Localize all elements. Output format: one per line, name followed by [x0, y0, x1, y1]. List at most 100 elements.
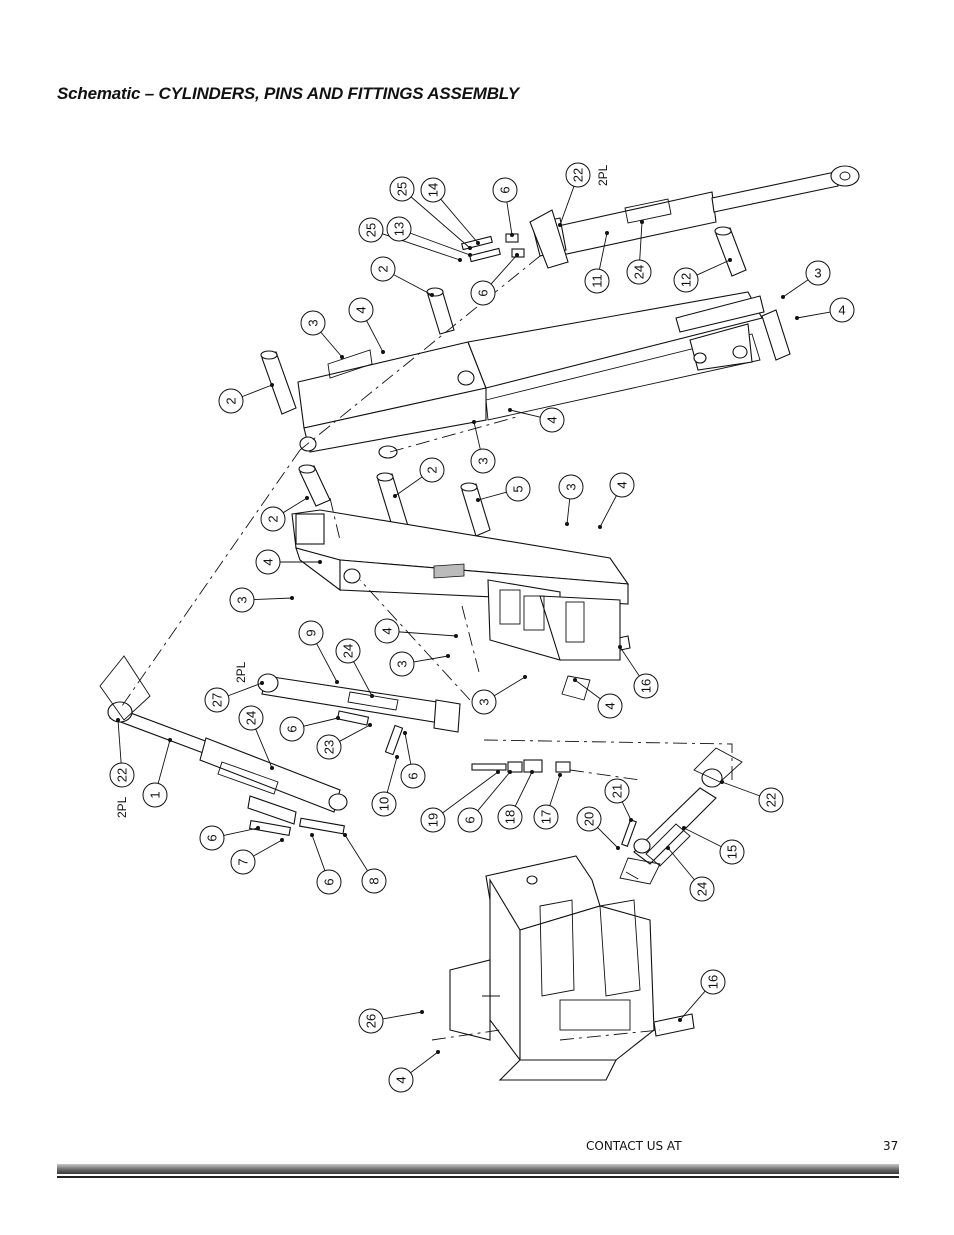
callout-13: 13 [386, 216, 412, 242]
callout-3: 3 [389, 651, 415, 677]
callout-9: 9 [298, 620, 324, 646]
footer-rule [57, 1176, 899, 1178]
leader-arrowhead [530, 770, 534, 774]
callout-10: 10 [371, 791, 397, 817]
leader-arrowhead [340, 355, 344, 359]
leader-arrowhead [558, 773, 562, 777]
leader-line [442, 771, 499, 814]
leader-arrowhead [318, 560, 322, 564]
middle-cylinder [257, 673, 461, 733]
callout-number: 3 [476, 457, 491, 464]
callout-number: 4 [838, 303, 845, 318]
callout-3: 3 [470, 448, 496, 474]
callout-4: 4 [255, 549, 281, 575]
callout-6: 6 [199, 825, 225, 851]
callout-circle [279, 716, 305, 742]
leader-arrowhead [335, 680, 339, 684]
callout-number: 6 [322, 878, 337, 885]
leader-line [413, 655, 449, 663]
callout-number: 25 [364, 223, 379, 237]
leader-line [339, 724, 371, 742]
callout-25: 25 [389, 176, 415, 202]
leader-line [410, 232, 471, 256]
callout-number: 16 [706, 975, 721, 989]
leader-arrowhead [370, 694, 374, 698]
leader-line [316, 643, 338, 683]
callout-5: 5 [505, 476, 531, 502]
callout-circle [457, 807, 483, 833]
callout-4: 4 [388, 1067, 414, 1093]
leader-arrowhead [343, 833, 347, 837]
callout-22: 22 [758, 787, 784, 813]
callout-circle [389, 176, 415, 202]
callout-circle [371, 791, 397, 817]
callout-circle [829, 297, 855, 323]
leader-arrowhead [728, 258, 732, 262]
callout-number: 2 [425, 466, 440, 473]
callout-number: 6 [463, 816, 478, 823]
callout-26: 26 [358, 1008, 384, 1034]
leader-arrowhead [393, 494, 397, 498]
callout-22: 22 [565, 162, 591, 188]
callout-number: 17 [539, 810, 554, 824]
leader-line [344, 834, 368, 872]
leader-arrowhead [381, 350, 385, 354]
callout-circle [348, 297, 374, 323]
callout-number: 3 [235, 596, 250, 603]
callout-number: 19 [426, 813, 441, 827]
footer-bar [57, 1164, 899, 1174]
leader-arrowhead [616, 846, 620, 850]
callout-circle [316, 734, 342, 760]
callout-circle [565, 162, 591, 188]
left-cylinder [107, 701, 348, 825]
leader-arrowhead [446, 654, 450, 658]
callout-circle [471, 689, 497, 715]
callout-circle [497, 804, 523, 830]
leader-line [410, 1051, 439, 1074]
callout-circle [218, 388, 244, 414]
callout-number: 7 [236, 858, 251, 865]
callout-3: 3 [471, 689, 497, 715]
lower-boom [291, 509, 630, 661]
leader-arrowhead [472, 420, 476, 424]
callout-number: 14 [426, 183, 441, 197]
leader-line [404, 732, 412, 765]
callout-17: 17 [533, 804, 559, 830]
callout-circle [470, 448, 496, 474]
callout-circle [492, 177, 518, 203]
leader-line [366, 320, 384, 353]
callout-number: 18 [503, 810, 518, 824]
callout-16: 16 [633, 673, 659, 699]
leader-line [353, 661, 373, 697]
callout-circle [255, 549, 281, 575]
leader-arrowhead [598, 525, 602, 529]
callout-number: 24 [341, 644, 356, 658]
page-number: 37 [883, 1139, 899, 1153]
leader-arrowhead [168, 738, 172, 742]
callout-2: 2 [260, 506, 286, 532]
callout-number: 3 [564, 483, 579, 490]
callout-circle [358, 1008, 384, 1034]
alignment-lines [121, 255, 733, 1041]
callout-circle [298, 620, 324, 646]
leader-line [440, 198, 479, 244]
leader-line [597, 827, 619, 849]
leader-arrowhead [476, 241, 480, 245]
callout-number: 4 [380, 627, 395, 634]
leader-line [393, 274, 433, 296]
callout-circle [420, 807, 446, 833]
callout-circle [533, 804, 559, 830]
leader-line [117, 719, 122, 764]
callout-circle [626, 259, 652, 285]
callout-circle [419, 457, 445, 483]
callout-circle [673, 267, 699, 293]
footer-contact: CONTACT US AT [586, 1139, 682, 1153]
leader-arrowhead [510, 233, 514, 237]
note-2pl: 2PL [234, 661, 248, 683]
note-2pl: 2PL [115, 796, 129, 818]
cotter-pins [99, 349, 743, 885]
leader-arrowhead [496, 770, 500, 774]
callout-6: 6 [457, 807, 483, 833]
callout-number: 5 [511, 485, 526, 492]
